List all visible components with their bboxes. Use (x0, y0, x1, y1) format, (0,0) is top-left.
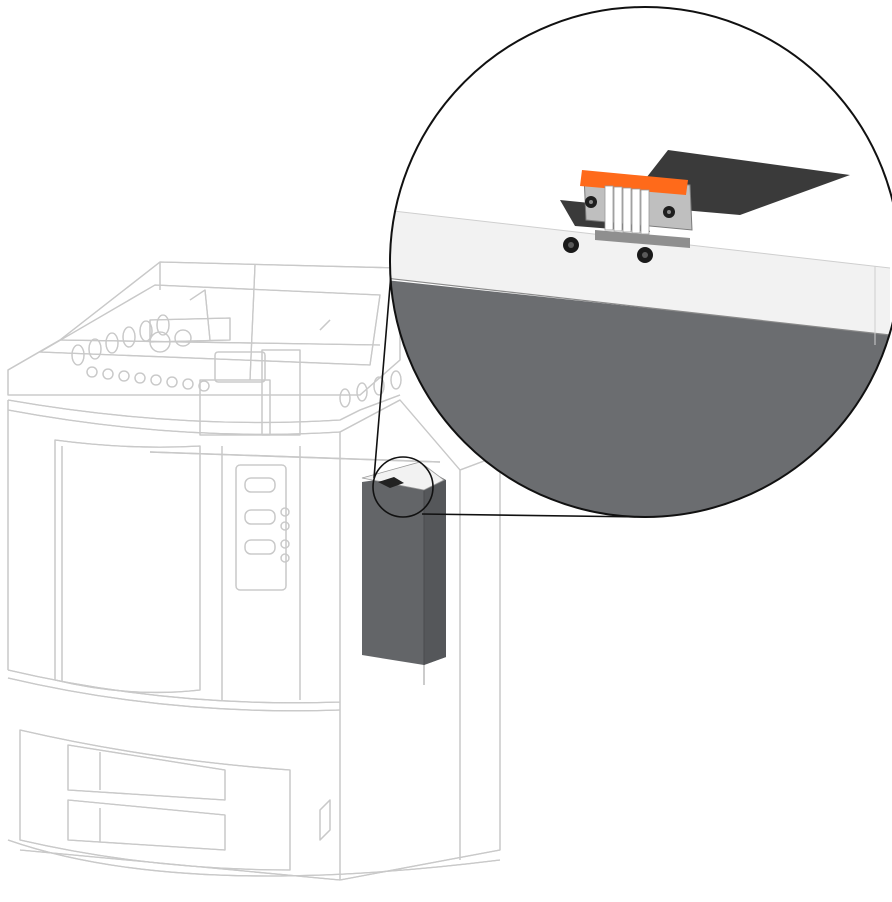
screws (563, 237, 653, 263)
callout-leader (372, 261, 646, 518)
bracket (580, 170, 693, 248)
deck-holes (71, 314, 402, 408)
side-component (361, 461, 446, 685)
magnified-detail (389, 6, 892, 518)
